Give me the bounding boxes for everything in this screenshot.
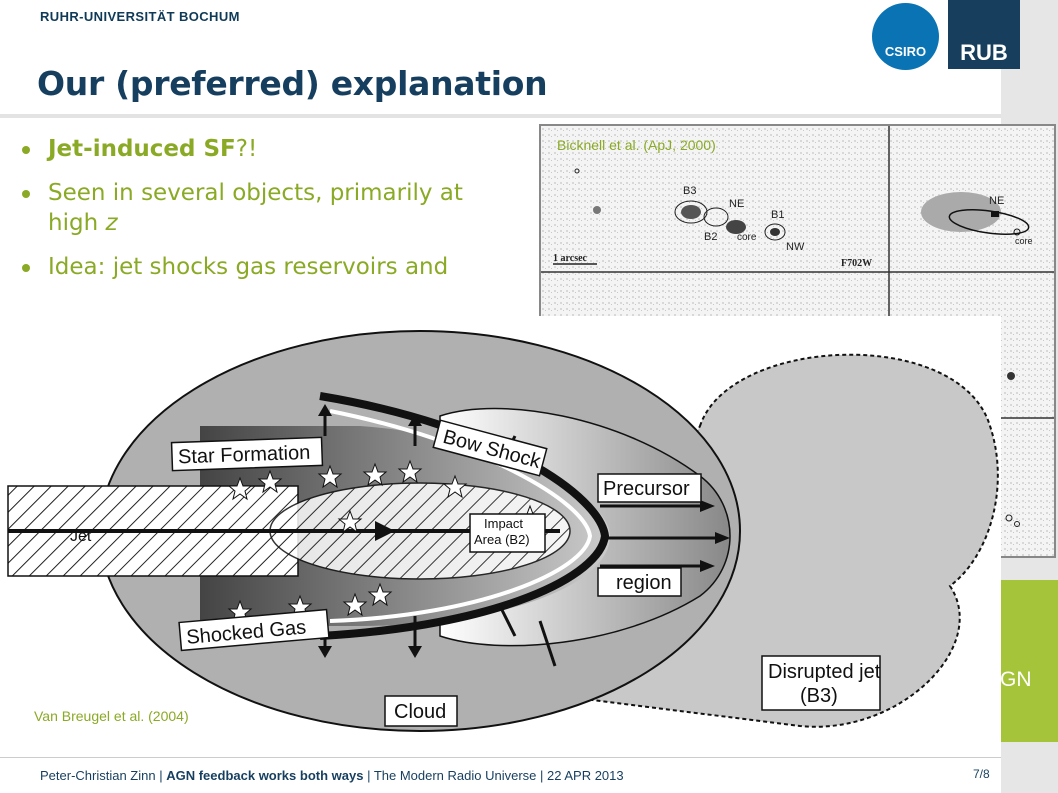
csiro-logo	[872, 3, 939, 70]
label-core2: core	[1015, 236, 1033, 246]
label-region: region	[616, 572, 672, 594]
bullet-rest: ?!	[235, 136, 258, 162]
slide-title: Our (preferred) explanation	[37, 64, 548, 103]
rub-logo	[948, 0, 1020, 69]
jet-diagram-svg: Star Formation Bow Shock Precursor regio…	[7, 330, 999, 732]
bullet-list: Jet-induced SF?! Seen in several objects…	[20, 134, 560, 296]
label-ne2: NE	[989, 195, 1004, 207]
rub-logo-text: RUB	[960, 40, 1008, 65]
label-b3: B3	[683, 185, 696, 197]
university-name: RUHR-UNIVERSITÄT BOCHUM	[40, 9, 240, 24]
vanbreugel-caption: Van Breugel et al. (2004)	[34, 708, 189, 724]
page-number: 7/8	[973, 767, 990, 781]
bullet-italic: z	[105, 210, 118, 236]
label-b3-paren: (B3)	[800, 685, 838, 707]
bullet-item: Idea: jet shocks gas reservoirs and	[20, 252, 560, 282]
label-b2: B2	[704, 231, 717, 243]
bullet-text: Idea: jet shocks gas reservoirs and	[48, 254, 449, 280]
label-cloud: Cloud	[394, 701, 446, 723]
footer-text: Peter-Christian Zinn | AGN feedback work…	[40, 768, 624, 783]
label-jet: Jet	[70, 528, 92, 545]
title-divider	[0, 114, 1001, 118]
label-disrupted-jet: Disrupted jet	[768, 661, 881, 683]
label-impact-area: Area (B2)	[474, 532, 530, 547]
bicknell-caption: Bicknell et al. (ApJ, 2000)	[557, 137, 716, 153]
label-core: core	[737, 232, 757, 243]
footer-author: Peter-Christian Zinn	[40, 768, 156, 783]
jet-diagram: Star Formation Bow Shock Precursor regio…	[0, 316, 1001, 757]
label-b1: B1	[771, 209, 784, 221]
footer-divider	[0, 757, 1001, 758]
footer-rest: | The Modern Radio Universe | 22 APR 201…	[363, 768, 624, 783]
bullet-bold: Jet-induced SF	[48, 136, 236, 162]
label-ne: NE	[729, 198, 744, 210]
side-green-text: GN	[1000, 668, 1032, 691]
bullet-item: Seen in several objects, primarily at hig…	[20, 178, 560, 238]
side-green-box	[990, 580, 1058, 742]
footer-talk-title: AGN feedback works both ways	[166, 768, 364, 783]
bullet-item: Jet-induced SF?!	[20, 134, 560, 164]
csiro-logo-text: CSIRO	[884, 44, 927, 59]
label-scale: 1 arcsec	[553, 253, 588, 264]
bullet-text2: high	[48, 210, 99, 236]
bullet-text: Seen in several objects, primarily at	[48, 180, 463, 206]
label-filter: F702W	[841, 258, 872, 269]
label-impact: Impact	[484, 516, 523, 531]
label-precursor: Precursor	[603, 478, 690, 500]
label-nw: NW	[786, 241, 805, 253]
label-star-formation: Star Formation	[178, 442, 311, 469]
